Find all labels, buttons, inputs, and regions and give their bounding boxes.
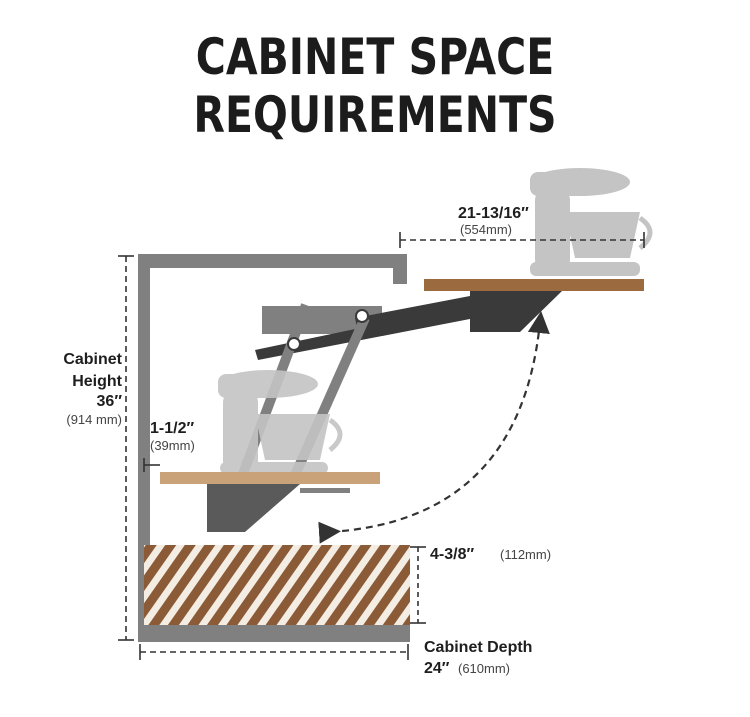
shelf-bracket-lowered <box>207 484 300 532</box>
dim-depth-line1: Cabinet Depth <box>424 639 532 656</box>
dim-height-line1: Cabinet <box>63 351 122 368</box>
dim-height-line2: Height <box>72 373 122 390</box>
page-title: CABINET SPACE REQUIREMENTS <box>193 28 557 144</box>
dim-gap-main: 1-1/2″ <box>150 420 194 437</box>
dim-height-metric: (914 mm) <box>66 412 122 427</box>
cabinet-frame <box>138 254 410 642</box>
dim-gap-metric: (39mm) <box>150 438 195 453</box>
dim-bottom-space-main: 4-3/8″ <box>430 546 474 563</box>
dim-depth-metric: (610mm) <box>458 661 510 676</box>
shelf-bracket-raised <box>470 291 562 332</box>
dim-bottom-space-metric: (112mm) <box>500 547 551 562</box>
cabinet-top-panel <box>138 254 406 268</box>
dimension-lines <box>118 232 645 660</box>
dim-height-line3: 36″ <box>97 393 123 410</box>
dim-depth-line2: 24″ <box>424 660 450 677</box>
travel-arrow <box>318 311 550 544</box>
mixer-raised-icon <box>530 168 653 276</box>
shelf-lowered <box>160 472 380 484</box>
dim-top-width-main: 21-13/16″ <box>458 205 529 222</box>
cabinet-bottom-panel <box>138 625 410 642</box>
pivot-icon <box>287 337 301 351</box>
shelf-raised <box>424 279 644 291</box>
pivot-icon <box>355 309 369 323</box>
cabinet-front-lip <box>393 254 407 284</box>
bottom-storage-area <box>144 545 410 625</box>
mixer-lowered-icon <box>218 370 343 474</box>
dim-top-width-metric: (554mm) <box>460 222 512 237</box>
